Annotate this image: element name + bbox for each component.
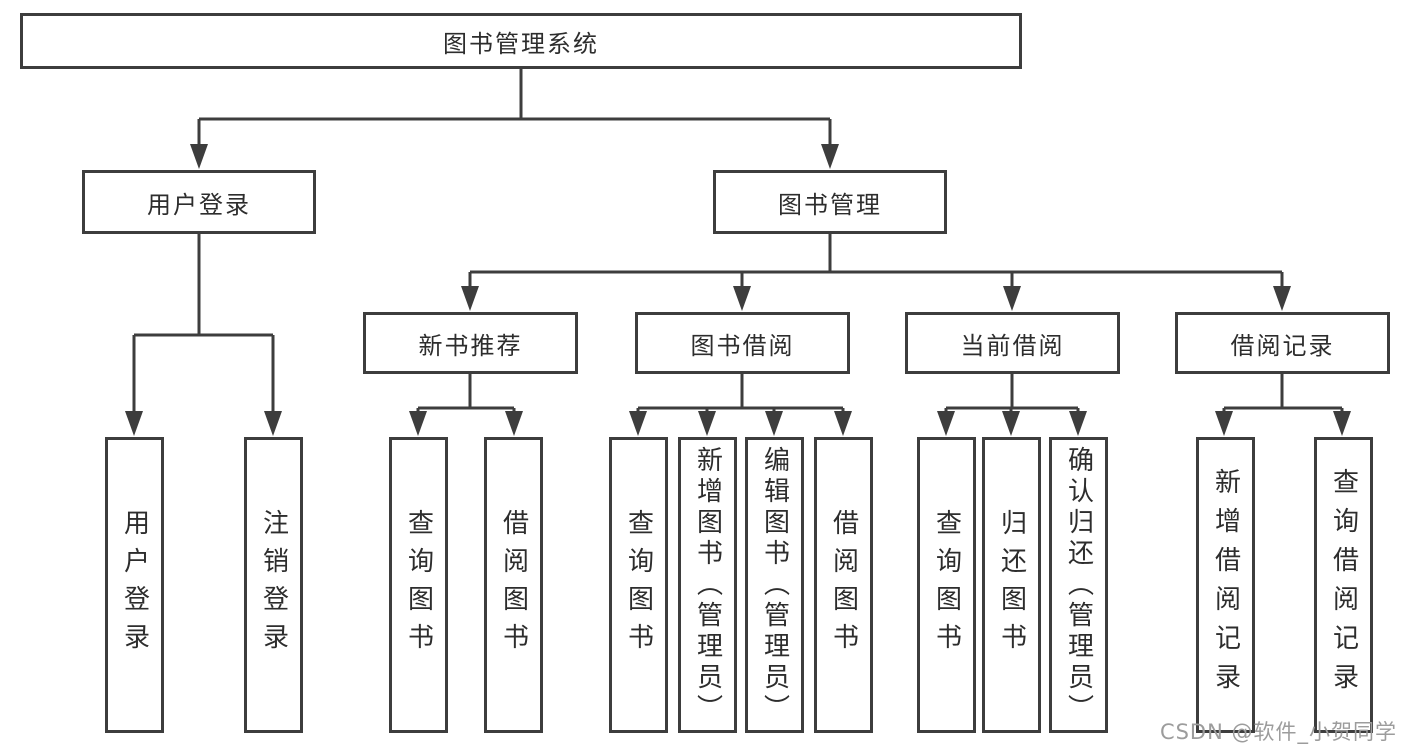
node-leaf-logout: 注销登录 <box>244 437 303 733</box>
node-leaf-confirm-return-admin: 确认归还（管理员） <box>1049 437 1108 733</box>
node-library-management-system: 图书管理系统 <box>20 13 1022 69</box>
node-book-borrowing: 图书借阅 <box>635 312 850 374</box>
node-leaf-borrow-book-recommend: 借阅图书 <box>484 437 543 733</box>
node-leaf-borrow-book-borrowing: 借阅图书 <box>814 437 873 733</box>
node-leaf-query-book-borrowing: 查询图书 <box>609 437 668 733</box>
node-leaf-return-book: 归还图书 <box>982 437 1041 733</box>
arrowhead-icons <box>125 144 1351 436</box>
node-current-borrowing: 当前借阅 <box>905 312 1120 374</box>
node-leaf-edit-book-admin: 编辑图书（管理员） <box>745 437 804 733</box>
node-leaf-query-borrow-record: 查询借阅记录 <box>1314 437 1373 733</box>
node-new-book-recommendation: 新书推荐 <box>363 312 578 374</box>
connector-lines <box>132 69 1344 420</box>
node-book-management: 图书管理 <box>713 170 947 234</box>
node-leaf-user-login: 用户登录 <box>105 437 164 733</box>
node-borrowing-records: 借阅记录 <box>1175 312 1390 374</box>
node-leaf-query-book-current: 查询图书 <box>917 437 976 733</box>
node-leaf-add-book-admin: 新增图书（管理员） <box>678 437 737 733</box>
node-leaf-add-borrow-record: 新增借阅记录 <box>1196 437 1255 733</box>
csdn-watermark: CSDN @软件_小贺同学 <box>1159 720 1397 744</box>
node-leaf-query-book-recommend: 查询图书 <box>389 437 448 733</box>
node-user-login: 用户登录 <box>82 170 316 234</box>
